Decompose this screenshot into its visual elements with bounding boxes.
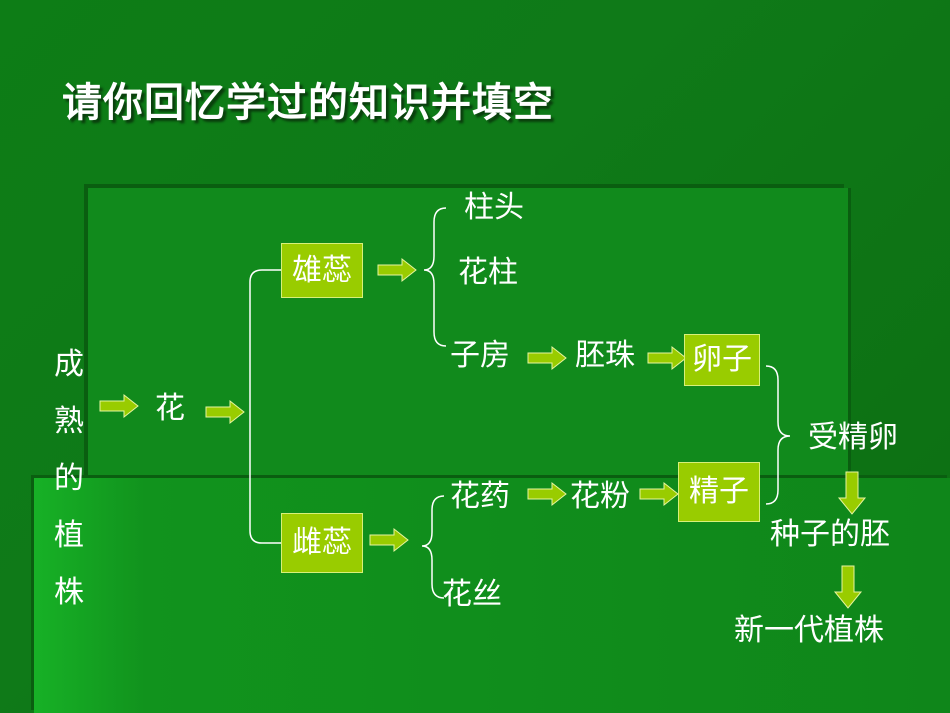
arrow-zygote-to-embryo [838,471,866,515]
arrow-anther-to-pollen [527,482,567,506]
sperm-box: 精子 [678,462,760,522]
arrow-ovule-to-egg [647,346,687,370]
pollen-label: 花粉 [570,479,630,514]
filament-label: 花丝 [442,577,502,612]
fertilization-brace [765,365,791,505]
fertilized-egg-label: 受精卵 [808,420,898,455]
seed-embryo-label: 种子的胚 [770,517,890,552]
anther-label: 花药 [450,479,510,514]
arrow-embryo-to-plant [834,565,862,609]
arrow-plant-to-flower [99,394,139,418]
arrow-flower-to-split [205,400,245,424]
ovary-label: 子房 [450,338,510,373]
egg-box: 卵子 [684,334,760,386]
ovule-label: 胚珠 [575,338,635,373]
arrow-pistil [369,528,409,552]
arrow-stamen [377,258,417,282]
stigma-label: 柱头 [464,190,524,225]
stamen-brace [423,207,447,347]
lower-panel [34,478,950,713]
pistil-box: 雌蕊 [281,513,363,573]
stamen-box: 雄蕊 [281,243,363,298]
new-plant-label: 新一代植株 [734,613,884,648]
arrow-pollen-to-sperm [639,482,679,506]
pistil-brace [421,495,445,599]
page-title: 请你回忆学过的知识并填空 [62,80,554,126]
flower-branch-line [249,269,281,544]
style-label: 花柱 [458,255,518,290]
arrow-ovary-to-ovule [527,346,567,370]
flower-label: 花 [155,391,185,426]
mature-plant-label: 成熟的植株 [54,347,84,610]
